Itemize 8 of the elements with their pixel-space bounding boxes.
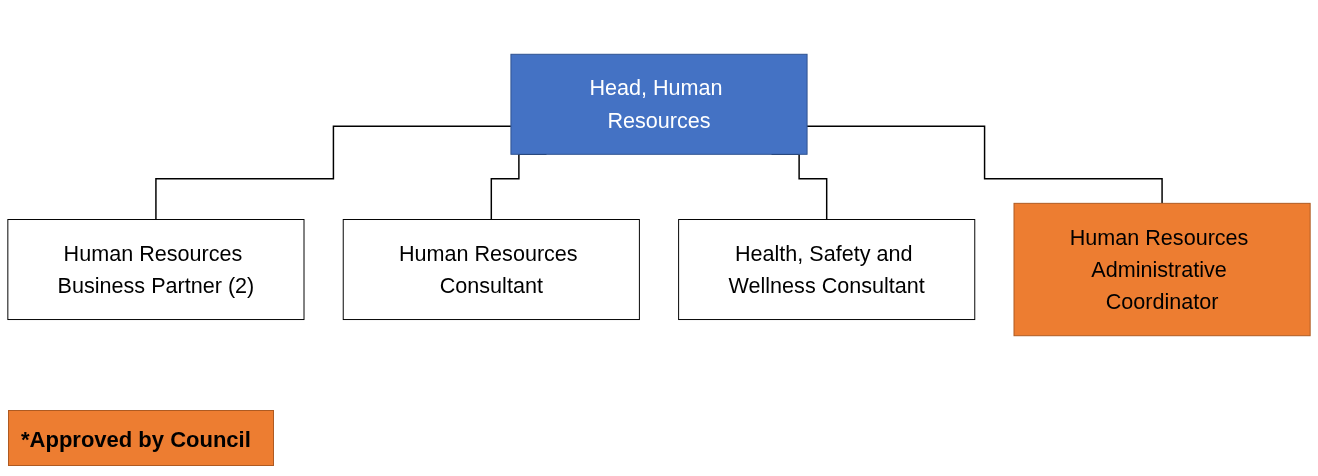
connector	[806, 125, 1163, 205]
node-box: Human Resources Business Partner (2)	[7, 219, 305, 321]
legend-text: *Approved by Council	[21, 427, 251, 452]
node-box: Head, Human Resources	[510, 53, 808, 155]
node-box: Health, Safety and Wellness Consultant	[678, 219, 976, 321]
connector	[155, 125, 512, 221]
node-box: Human Resources Consultant	[342, 219, 640, 321]
node-box: Human Resources Administrative Coordinator	[1013, 202, 1311, 337]
